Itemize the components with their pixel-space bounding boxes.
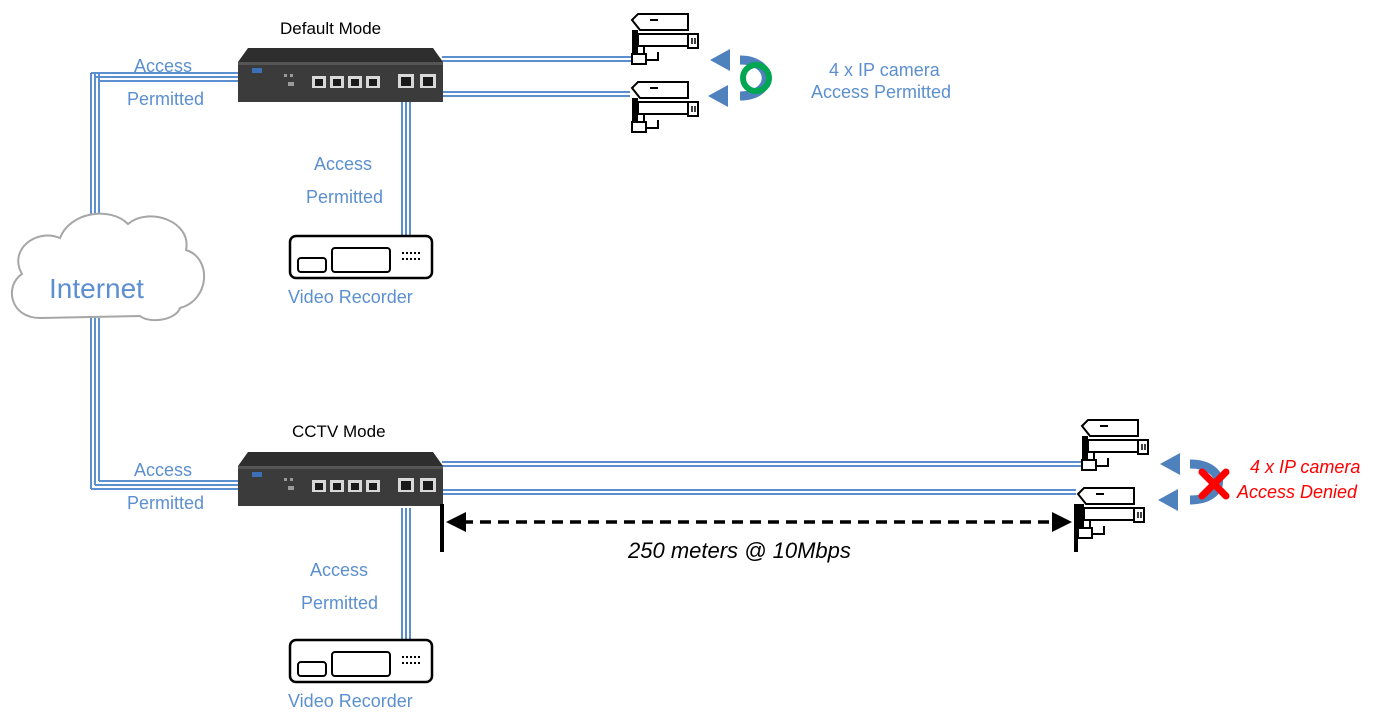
default-camera-2-icon <box>631 81 699 133</box>
default-mode-title: Default Mode <box>280 19 382 38</box>
cctv-recorder-label: Video Recorder <box>288 691 413 711</box>
default-recorder-link-label-1: Access <box>314 154 373 174</box>
default-video-recorder-icon <box>288 234 434 280</box>
cctv-camera-status-2: Access Denied <box>1237 482 1358 502</box>
cctv-recorder-link-label-1: Access <box>310 560 369 580</box>
distance-label: 250 meters @ 10Mbps <box>628 538 851 563</box>
cctv-recorder-cable <box>401 508 411 640</box>
default-recorder-label: Video Recorder <box>288 287 413 307</box>
default-camera-status-1: 4 x IP camera <box>829 60 940 80</box>
cctv-recorder-link-label-2: Permitted <box>301 593 379 613</box>
default-recorder-cable <box>401 102 411 236</box>
cctv-uplink-label-1: Access <box>134 460 193 480</box>
cctv-mode-switch <box>238 452 443 506</box>
cables <box>90 56 1082 640</box>
default-recorder-link-label-2: Permitted <box>306 187 384 207</box>
default-camera-cables <box>442 56 640 97</box>
internet-label: Internet <box>49 273 144 304</box>
cctv-video-recorder-icon <box>288 638 434 684</box>
default-mode-switch <box>238 48 443 102</box>
default-uplink-label-1: Access <box>134 56 193 76</box>
ok-ring-icon <box>740 62 772 94</box>
default-camera-status-2: Access Permitted <box>811 82 952 102</box>
cctv-camera-1-icon <box>1081 419 1149 471</box>
internet-to-default-cable <box>90 72 238 222</box>
cctv-camera-cables <box>442 461 1082 495</box>
deny-x-icon <box>1198 468 1230 500</box>
default-uplink-label-2: Permitted <box>127 89 205 109</box>
internet-to-cctv-cable <box>90 318 238 490</box>
default-camera-1-icon <box>631 13 699 65</box>
internet-cloud-icon <box>10 212 206 322</box>
default-loop-arrow-icon <box>708 49 771 107</box>
cctv-camera-status-1: 4 x IP camera <box>1250 457 1361 477</box>
cctv-uplink-label-2: Permitted <box>127 493 205 513</box>
cctv-mode-title: CCTV Mode <box>292 422 386 441</box>
cctv-camera-2-icon <box>1077 487 1145 539</box>
distance-dimension <box>440 504 1078 552</box>
